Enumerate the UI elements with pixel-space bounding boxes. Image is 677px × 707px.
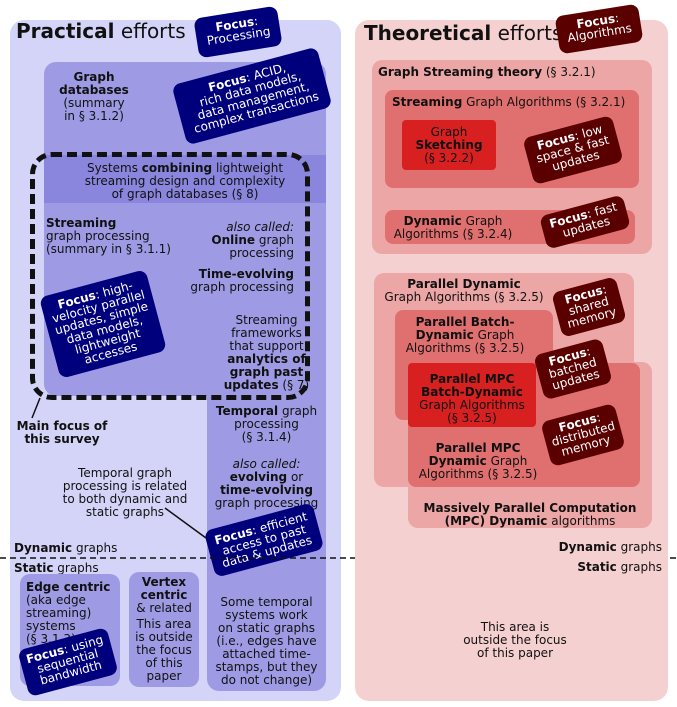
streaming-also-called: also called: Online graph processing bbox=[211, 220, 294, 260]
streaming-label: Streaming graph processing (summary in §… bbox=[46, 216, 171, 256]
combining-region bbox=[44, 155, 326, 203]
temporal-also-called: also called: evolving or time-evolving g… bbox=[214, 457, 319, 510]
static-graphs-label-right: Static graphs bbox=[577, 560, 662, 574]
practical-title: Practical efforts bbox=[16, 19, 186, 43]
theoretical-title: Theoretical efforts bbox=[364, 21, 563, 45]
streaming-algorithms-label: Streaming Graph Algorithms (§ 3.2.1) bbox=[392, 95, 626, 109]
dynamic-graph-algorithms-label: Dynamic Graph Algorithms (§ 3.2.4) bbox=[393, 214, 513, 241]
static-graphs-label-left: Static graphs bbox=[14, 561, 99, 575]
combining-label: Systems combining lightweight streaming … bbox=[84, 161, 286, 201]
main-focus-outline bbox=[30, 152, 310, 400]
dynamic-graphs-label-right: Dynamic graphs bbox=[558, 540, 662, 554]
vertex-centric-region bbox=[129, 572, 199, 687]
graph-sketching-region bbox=[402, 120, 496, 170]
graph-streaming-theory-label: Graph Streaming theory (§ 3.2.1) bbox=[378, 65, 596, 79]
mpc-dynamic-label: Parallel MPC Dynamic Graph Algorithms (§… bbox=[418, 441, 538, 481]
dynamic-graphs-label-left: Dynamic graphs bbox=[14, 541, 118, 555]
time-evolving-label: Time-evolving graph processing bbox=[190, 267, 294, 294]
mpc-batch-dynamic-region bbox=[408, 363, 536, 427]
mpc-label: Massively Parallel Computation (MPC) Dyn… bbox=[423, 501, 637, 528]
parallel-batch-dynamic-label: Parallel Batch- Dynamic Graph Algorithms… bbox=[405, 315, 525, 355]
temporal-label: Temporal graph processing(§ 3.1.4) bbox=[215, 404, 318, 444]
